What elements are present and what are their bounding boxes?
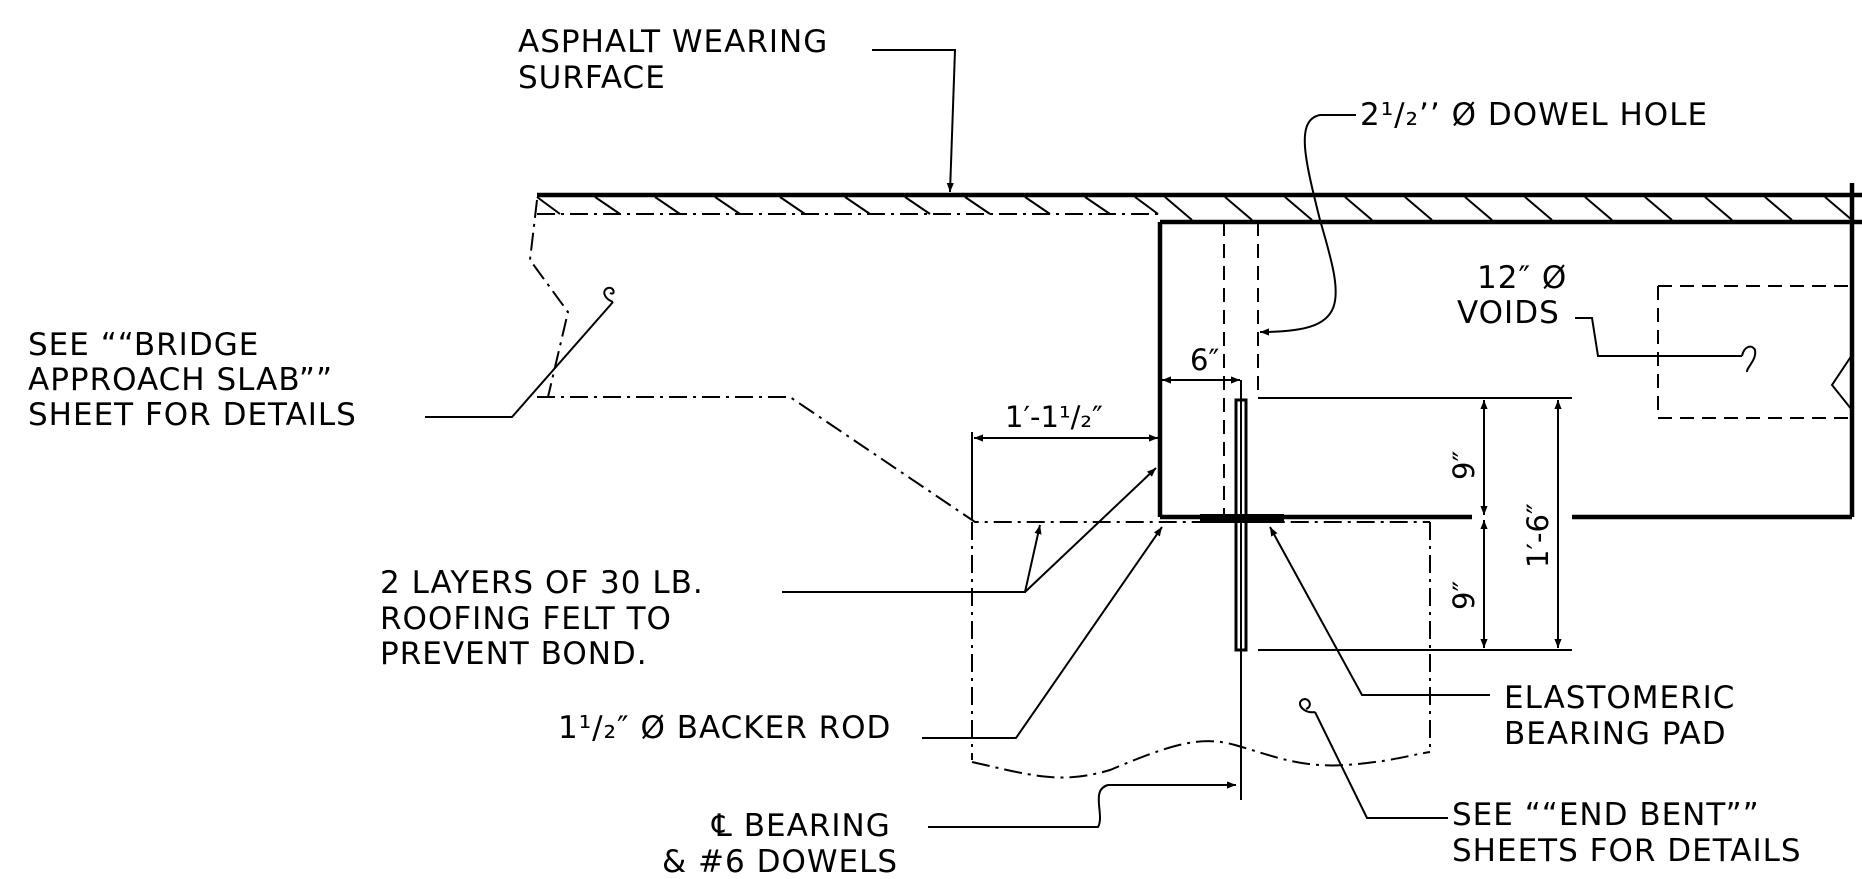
dimension-9in-bottom: 9″ xyxy=(1447,520,1488,648)
leader-approach-slab xyxy=(425,286,615,418)
leader-roofing-felt xyxy=(782,467,1157,593)
label-voids: 12″ Ø VOIDS xyxy=(1457,260,1567,331)
asphalt-wearing-surface xyxy=(536,192,1862,225)
backer-rod-text: 1¹/₂″ Ø BACKER ROD xyxy=(558,710,891,746)
dowel-hole-outline xyxy=(1223,222,1572,520)
voids-line-1: 12″ Ø xyxy=(1477,260,1567,296)
end-bent-line-1: SEE ““END BENT”” xyxy=(1452,797,1760,833)
pad-line-2: BEARING PAD xyxy=(1504,716,1727,752)
leader-cl-bearing xyxy=(928,781,1236,828)
approach-line-3: SHEET FOR DETAILS xyxy=(28,397,357,433)
leader-bearing-pad xyxy=(1269,526,1490,696)
label-backer-rod: 1¹/₂″ Ø BACKER ROD xyxy=(558,710,891,746)
label-end-bent: SEE ““END BENT”” SHEETS FOR DETAILS xyxy=(1452,797,1802,869)
dim-9in-bottom-text: 9″ xyxy=(1447,581,1481,610)
cored-slab-section xyxy=(1157,183,1855,520)
dim-1ft-1half-text: 1′-1¹/₂″ xyxy=(1005,400,1103,434)
dim-6in-text: 6″ xyxy=(1190,343,1219,377)
approach-line-1: SEE ““BRIDGE xyxy=(28,327,259,363)
bearing-line-1: ℄ BEARING xyxy=(711,808,891,844)
leader-dowel-hole xyxy=(1259,114,1356,336)
pad-line-1: ELASTOMERIC xyxy=(1504,680,1735,716)
dimension-9in-top: 9″ xyxy=(1447,400,1488,515)
end-bent-line-2: SHEETS FOR DETAILS xyxy=(1452,833,1802,869)
asphalt-hatching xyxy=(536,196,1853,221)
label-approach-slab: SEE ““BRIDGE APPROACH SLAB”” SHEET FOR D… xyxy=(28,327,357,433)
label-asphalt-wearing-surface: ASPHALT WEARING SURFACE xyxy=(518,24,828,96)
dim-1ft-6in-text: 1′-6″ xyxy=(1521,503,1555,568)
approach-line-2: APPROACH SLAB”” xyxy=(28,362,333,398)
felt-line-3: PREVENT BOND. xyxy=(380,636,648,672)
asphalt-line-1: ASPHALT WEARING xyxy=(518,24,828,60)
dowel-bar xyxy=(1234,380,1248,800)
label-dowel-hole: 2¹/₂’’ Ø DOWEL HOLE xyxy=(1360,97,1708,133)
dowel-hole-text: 2¹/₂’’ Ø DOWEL HOLE xyxy=(1360,97,1708,133)
dimension-1ft-1half: 1′-1¹/₂″ xyxy=(971,400,1158,520)
label-elastomeric-bearing-pad: ELASTOMERIC BEARING PAD xyxy=(1504,680,1735,752)
asphalt-line-2: SURFACE xyxy=(518,60,666,96)
leader-backer-rod xyxy=(922,526,1163,739)
felt-line-2: ROOFING FELT TO xyxy=(380,601,672,637)
dimension-6in: 6″ xyxy=(1162,343,1240,384)
label-roofing-felt: 2 LAYERS OF 30 LB. ROOFING FELT TO PREVE… xyxy=(380,565,704,672)
felt-line-1: 2 LAYERS OF 30 LB. xyxy=(380,565,704,601)
dim-9in-top-text: 9″ xyxy=(1447,451,1481,480)
bearing-line-2: & #6 DOWELS xyxy=(662,844,898,879)
approach-slab-outline xyxy=(528,199,1431,779)
voids-line-2: VOIDS xyxy=(1457,295,1560,331)
leader-voids xyxy=(1575,317,1757,373)
leader-end-bent xyxy=(1298,698,1448,819)
void-outline xyxy=(1657,285,1852,419)
label-cl-bearing: ℄ BEARING & #6 DOWELS xyxy=(662,808,898,879)
dimension-1ft-6in: 1′-6″ xyxy=(1521,400,1562,648)
leader-asphalt xyxy=(872,49,957,193)
